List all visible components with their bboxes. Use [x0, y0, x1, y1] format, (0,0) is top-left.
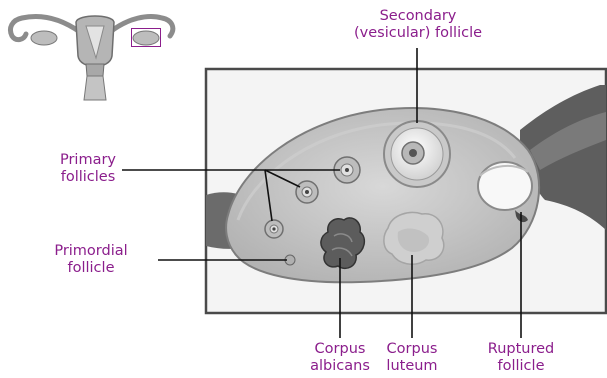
label-corpus-luteum: Corpus luteum [374, 341, 450, 375]
label-corpus-luteum-line2: luteum [374, 358, 450, 375]
label-corpus-albicans-line2: albicans [296, 358, 384, 375]
label-corpus-luteum-line1: Corpus [374, 341, 450, 358]
label-primary-line2: follicles [44, 169, 132, 186]
label-ruptured-follicle: Ruptured follicle [476, 341, 566, 375]
label-ruptured-line1: Ruptured [476, 341, 566, 358]
label-corpus-albicans: Corpus albicans [296, 341, 384, 375]
label-ruptured-line2: follicle [476, 358, 566, 375]
label-corpus-albicans-line1: Corpus [296, 341, 384, 358]
label-secondary-line1: Secondary [350, 8, 486, 25]
label-primary-line1: Primary [44, 152, 132, 169]
label-secondary-follicle: Secondary (vesicular) follicle [350, 8, 486, 42]
label-primordial-line1: Primordial [36, 243, 146, 260]
label-secondary-line2: (vesicular) follicle [350, 25, 486, 42]
label-primordial-line2: follicle [36, 260, 146, 277]
label-primordial-follicle: Primordial follicle [36, 243, 146, 277]
label-primary-follicles: Primary follicles [44, 152, 132, 186]
